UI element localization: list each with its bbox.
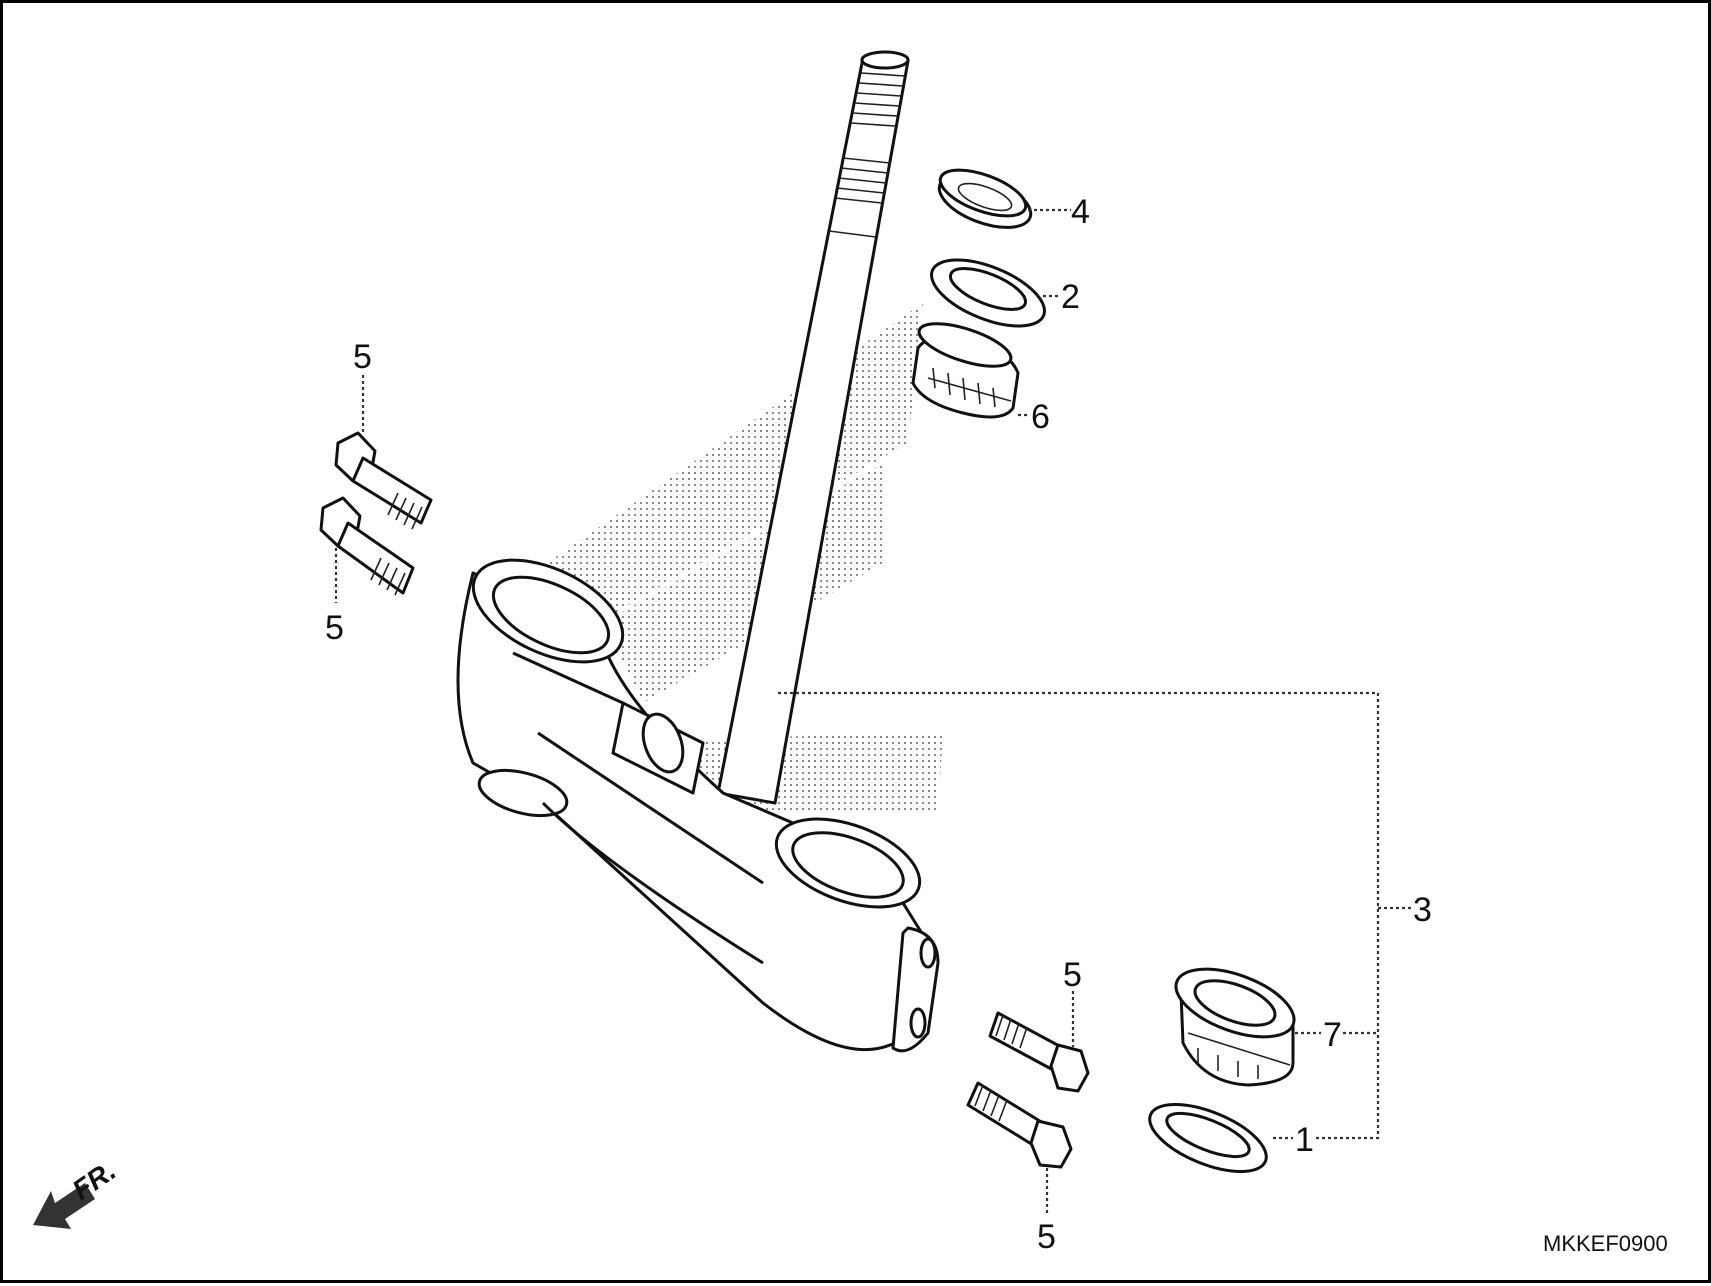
lower-bearing (1174, 967, 1296, 1087)
leader-lines (334, 208, 1411, 1213)
bolt-lower-a (988, 1011, 1090, 1093)
callout-3: 3 (1413, 891, 1432, 929)
callout-4: 4 (1071, 193, 1090, 231)
callout-5-upper-b: 5 (325, 609, 344, 647)
dust-seal (930, 258, 1046, 328)
steering-stem-shaft (716, 50, 910, 805)
steering-stem-exploded-view: 4 2 6 3 7 1 5 5 5 5 FR. MKKEF0900 (33, 50, 1668, 1256)
callout-5-lower-a: 5 (1063, 956, 1082, 994)
callout-5-upper-a: 5 (353, 338, 372, 376)
bolt-upper-b (319, 496, 415, 596)
bolt-lower-b (966, 1081, 1073, 1169)
lock-nut (937, 168, 1033, 229)
figure-code: MKKEF0900 (1543, 1231, 1668, 1256)
callout-5-lower-b: 5 (1037, 1218, 1056, 1256)
lower-bearing-race (1148, 1103, 1268, 1173)
callout-6: 6 (1031, 398, 1050, 436)
steering-stem-lower-bracket (456, 558, 940, 1053)
callout-2: 2 (1061, 278, 1080, 316)
upper-bearing (911, 322, 1020, 419)
callout-1: 1 (1295, 1121, 1314, 1159)
callout-7: 7 (1323, 1016, 1342, 1054)
front-direction-arrow: FR. (33, 1155, 121, 1229)
bolt-upper-a (334, 431, 433, 530)
